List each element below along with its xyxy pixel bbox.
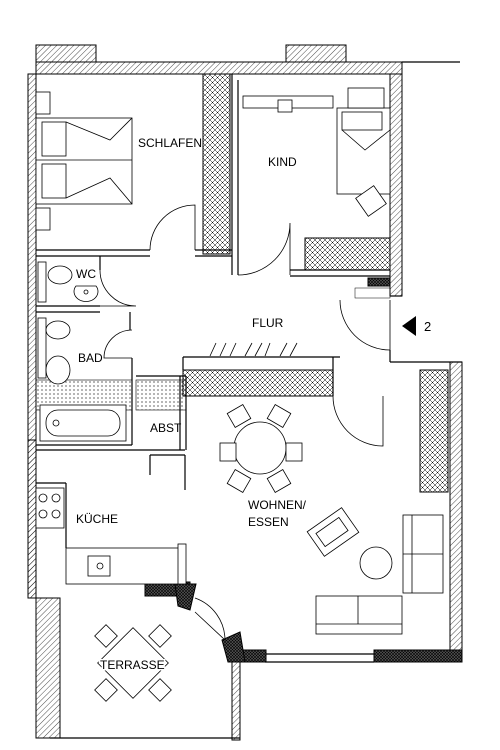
wc-fixtures: [37, 261, 99, 303]
doors: [99, 204, 391, 641]
kitchen-counter: [35, 487, 187, 585]
label-bad: BAD: [78, 351, 103, 365]
kind-wardrobe: [304, 237, 391, 271]
label-kind: KIND: [268, 155, 297, 169]
entrance-number: 2: [424, 319, 431, 334]
coffee-table: [359, 546, 393, 580]
armchair: [306, 507, 360, 557]
sofa-bottom: [315, 595, 403, 635]
label-flur: FLUR: [252, 316, 284, 330]
label-abst: ABST: [150, 421, 182, 435]
label-wohnen: WOHNEN/: [248, 498, 307, 512]
exterior-walls: [27, 44, 463, 741]
label-schlafen: SCHLAFEN: [138, 136, 202, 150]
stair-block: [367, 277, 391, 287]
label-essen: ESSEN: [248, 515, 289, 529]
terrace-table-set: [94, 624, 172, 702]
label-wc: WC: [76, 267, 96, 281]
entrance-arrow-icon: [402, 316, 416, 336]
sofa-right: [402, 514, 444, 594]
bathroom-fixtures: [37, 317, 127, 442]
double-bed: [35, 91, 133, 231]
label-terrasse: TERRASSE: [100, 658, 165, 672]
child-bed: [336, 87, 391, 195]
flur-hatching: [209, 342, 298, 357]
dining-table: [219, 404, 303, 493]
label-kueche: KÜCHE: [76, 512, 118, 526]
desk: [242, 95, 387, 217]
